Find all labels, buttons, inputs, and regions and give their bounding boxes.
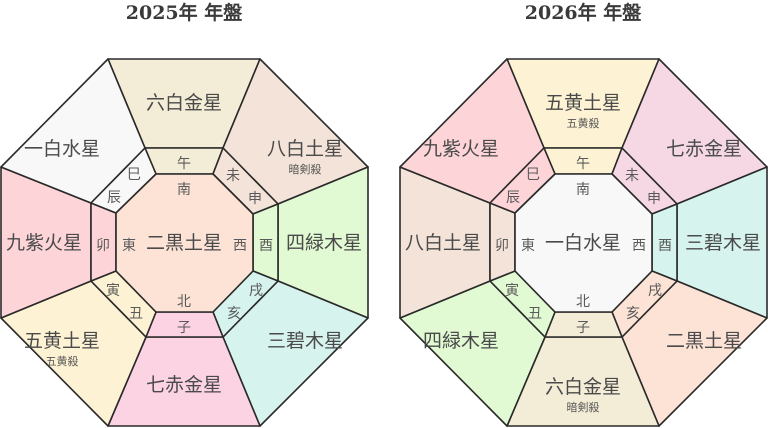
- direction-north: 北: [576, 294, 590, 310]
- zodiac-north-0: 子: [576, 320, 590, 336]
- sector-east-star: 八白土星: [405, 232, 481, 254]
- sector-southwest-star: 七赤金星: [666, 138, 742, 160]
- sector-north-note: 暗剣殺: [567, 400, 600, 414]
- zodiac-northeast-0: 寅: [505, 282, 519, 299]
- zodiac-northeast-1: 丑: [528, 306, 542, 322]
- direction-east: 東: [521, 238, 535, 254]
- sector-northwest-star: 二黒土星: [666, 330, 742, 352]
- zodiac-northwest-1: 亥: [227, 306, 241, 322]
- zodiac-west-0: 酉: [658, 238, 672, 254]
- zodiac-southeast-0: 巳: [127, 167, 141, 183]
- zodiac-south-0: 午: [576, 156, 590, 172]
- sector-northeast-star: 四緑木星: [423, 330, 499, 352]
- zodiac-southwest-1: 申: [248, 191, 262, 207]
- center-star: 一白水星: [545, 232, 621, 254]
- zodiac-west-0: 酉: [259, 238, 273, 254]
- zodiac-southeast-1: 辰: [506, 190, 520, 206]
- sector-southeast-star: 九紫火星: [423, 138, 499, 160]
- sector-southwest-star: 八白土星: [267, 138, 343, 160]
- zodiac-east-0: 卯: [495, 238, 509, 254]
- zodiac-southeast-0: 巳: [526, 167, 540, 183]
- sector-south-star: 五黄土星: [545, 92, 621, 114]
- direction-south: 南: [576, 182, 590, 198]
- zodiac-southwest-0: 未: [226, 168, 240, 184]
- sector-west-star: 三碧木星: [685, 232, 761, 254]
- sector-south-star: 六白金星: [146, 92, 222, 114]
- sector-south-note: 五黄殺: [567, 116, 600, 130]
- sector-north-star: 七赤金星: [146, 374, 222, 396]
- zodiac-northwest-1: 亥: [626, 306, 640, 322]
- sector-northeast-note: 五黄殺: [46, 354, 79, 368]
- direction-west: 西: [233, 238, 247, 254]
- zodiac-north-0: 子: [177, 320, 191, 336]
- direction-north: 北: [177, 294, 191, 310]
- zodiac-northwest-0: 戌: [648, 283, 662, 299]
- center-palace: [514, 173, 653, 313]
- direction-east: 東: [122, 238, 136, 254]
- zodiac-northwest-0: 戌: [249, 283, 263, 299]
- direction-south: 南: [177, 182, 191, 198]
- sector-west-star: 四緑木星: [286, 232, 362, 254]
- zodiac-east-0: 卯: [96, 238, 110, 254]
- center-palace: [115, 173, 254, 313]
- sector-north-star: 六白金星: [545, 376, 621, 398]
- zodiac-southeast-1: 辰: [107, 190, 121, 206]
- zodiac-northeast-0: 寅: [106, 282, 120, 299]
- sector-southwest-note: 暗剣殺: [289, 162, 322, 176]
- chart-title-2025: 2025年 年盤: [125, 2, 243, 24]
- direction-west: 西: [632, 238, 646, 254]
- zodiac-northeast-1: 丑: [129, 306, 143, 322]
- zodiac-south-0: 午: [177, 156, 191, 172]
- sector-northeast-star: 五黄土星: [24, 330, 100, 352]
- sector-northwest-star: 三碧木星: [267, 330, 343, 352]
- zodiac-southwest-1: 申: [647, 191, 661, 207]
- sector-east-star: 九紫火星: [6, 232, 82, 254]
- chart-title-2026: 2026年 年盤: [524, 2, 642, 24]
- center-star: 二黒土星: [146, 232, 222, 254]
- sector-southeast-star: 一白水星: [24, 138, 100, 160]
- zodiac-southwest-0: 未: [625, 168, 639, 184]
